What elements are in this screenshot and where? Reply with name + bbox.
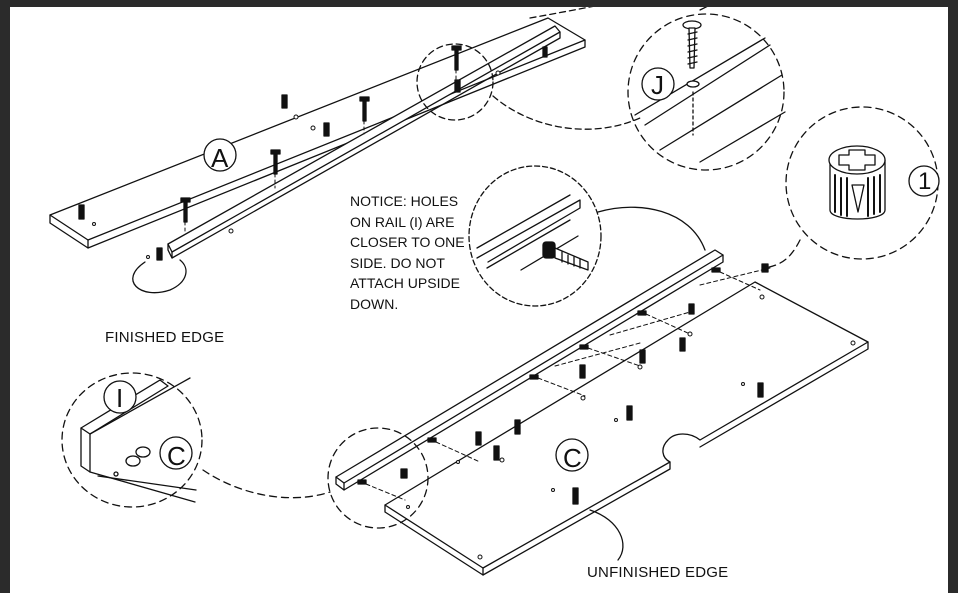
notice-line: ON RAIL (I) ARE [350, 213, 455, 230]
part-a-label: A [211, 143, 229, 173]
detail-circle-j [627, 7, 786, 171]
cam-bolt-icon [679, 337, 686, 352]
screw-icon [682, 20, 702, 69]
part-j-label: J [651, 70, 664, 100]
cam-bolt-icon [514, 419, 521, 435]
cam-bolt-icon [572, 487, 579, 505]
notice-line: DOWN. [350, 295, 399, 312]
unfinished-edge-label: UNFINISHED EDGE [587, 564, 729, 581]
cam-bolt-icon [475, 431, 482, 446]
part-c-small-circle [159, 436, 193, 470]
panel-c-hardware [357, 263, 769, 505]
cam-bolt-icon [542, 241, 589, 271]
cam-bolt-icon [493, 445, 500, 461]
part-i-label: I [116, 383, 124, 413]
notice-text: NOTICE: HOLES ON RAIL (I) ARE CLOSER TO … [350, 191, 465, 314]
panel-a [49, 17, 586, 259]
part-label-circles [103, 67, 940, 472]
detail-circle-top [416, 7, 594, 121]
cam-bolt-icon [400, 468, 408, 479]
finished-edge-label: FINISHED EDGE [105, 329, 225, 346]
assembly-diagram: A C C I J 1 FINISHED EDGE UNFINISHED EDG… [10, 7, 948, 593]
cam-bolt-icon [579, 364, 586, 379]
part-c-small-label: C [167, 441, 186, 471]
notice-line: SIDE. DO NOT [350, 254, 445, 271]
part-j-circle [641, 67, 675, 101]
part-i-circle [103, 380, 137, 414]
diagram-drawing [49, 7, 940, 576]
notice-detail-circle [468, 165, 706, 307]
cam-bolt-icon [688, 303, 695, 315]
notice-line: NOTICE: HOLES [350, 193, 459, 209]
cam-bolt-icon [323, 122, 330, 137]
cam-bolt-icon [281, 94, 288, 109]
part-a-circle [203, 138, 237, 172]
part-1-label: 1 [918, 168, 932, 195]
cam-bolt-icon [156, 247, 163, 261]
panel-c [384, 281, 869, 576]
part-c-label: C [563, 443, 582, 473]
cam-bolt-icon [761, 263, 769, 273]
cam-bolt-icon [639, 349, 646, 364]
part-c-circle [555, 438, 589, 472]
panel-a-hardware [78, 45, 548, 261]
detail-circle-1 [764, 106, 939, 269]
cam-bolt-icon [757, 382, 764, 398]
notice-line: CLOSER TO ONE [350, 234, 465, 250]
cam-bolt-icon [78, 204, 85, 220]
cam-bolt-icon [542, 46, 548, 58]
cam-bolt-icon [626, 405, 633, 421]
cam-bolt-icon [454, 79, 461, 93]
cam-lock-icon [828, 145, 886, 220]
notice-line: ATTACH UPSIDE [350, 275, 460, 291]
detail-circle-rail-end [327, 427, 429, 529]
part-1-circle [908, 165, 940, 197]
